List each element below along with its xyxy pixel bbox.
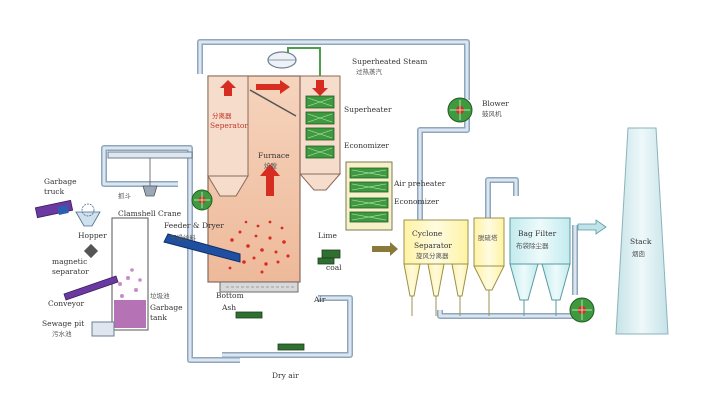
primary-fan-icon [191,189,213,211]
separator-cone [207,175,249,197]
conveyor-icon [63,275,119,301]
crane-rail [107,151,193,159]
dry-air-fan-icon [277,343,305,351]
garbage-truck-icon [34,199,74,219]
label-bag-filter-cn: 布袋除尘器 [516,241,549,250]
label-sewage-cn: 污水池 [52,329,72,338]
label-coal: coal [326,263,342,272]
label-superheater: Superheater [344,105,392,114]
magnetic-separator-icon [83,243,99,259]
flow-arrow-to-stack-icon [577,219,607,235]
label-lime: Lime [318,231,337,240]
label-sewage: Sewage pit [42,319,84,328]
label-garbage-word: Garbage [150,303,183,312]
label-truck: truck [44,187,65,196]
label-economizer-top: Economizer [344,141,389,150]
combustion-particles [228,220,290,274]
label-superheated-steam: Superheated Steam [352,57,427,66]
label-air-preheater: Air preheater [393,179,446,188]
label-feeder-cn: 干燥给料 [170,233,197,242]
label-dry-air: Dry air [272,371,299,380]
label-cyclone: Cyclone [412,229,443,238]
label-conveyor: Conveyor [48,299,85,308]
label-clamshell-cn: 抓斗 [118,191,132,200]
flow-arrow-to-cyclone-icon [372,242,398,256]
label-air: Air [313,295,326,304]
label-cyclone-separator: Separator [414,241,452,250]
stack-chimney [615,127,669,335]
label-ash: Ash [221,303,236,312]
clamshell-bucket-icon [142,185,158,197]
label-furnace-cn: 炉膛 [264,161,278,170]
label-feeder: Feeder & Dryer [164,221,224,230]
label-stack-cn: 烟囱 [632,249,645,258]
label-blower: Blower [482,99,509,108]
label-bottom: Bottom [216,291,244,300]
label-separator: Seperator [210,121,248,130]
flow-arrow-right-icon [256,80,290,94]
lime-feeder-icon [321,249,341,259]
label-separator-cn: 分离器 [212,111,232,120]
hopper-icon [75,203,101,227]
flow-arrow-down-icon [312,80,328,96]
induced-draft-fan-icon [569,297,595,323]
label-bag-filter: Bag Filter [518,229,557,238]
pipe-network [101,39,580,363]
label-hopper: Hopper [78,231,107,240]
bag-filter [509,217,571,265]
label-garbage: Garbage [44,177,77,186]
pipe-desulf-top [485,177,519,218]
label-cyclone-cn: 旋风分离器 [416,251,449,260]
label-separator-mag: separator [52,267,89,276]
ash-conveyor-icon [235,311,263,319]
flow-arrow-up-furnace-icon [260,164,280,196]
label-superheated-steam-cn: 过热蒸汽 [356,67,383,76]
label-garbage-tank-cn: 垃圾池 [150,291,170,300]
label-magnetic: magnetic [52,257,87,266]
label-furnace: Furnace [258,151,290,160]
coal-feeder-icon [317,257,335,265]
superheater-hopper [298,173,342,191]
label-blower-cn: 鼓风机 [482,109,502,118]
superheater-coils [305,95,335,159]
label-clamshell: Clamshell Crane [118,209,182,218]
label-tank-word: tank [150,313,167,322]
label-stack: Stack [630,237,652,246]
flow-arrow-up-icon [220,80,236,96]
feeder-dryer [163,233,241,263]
blower-fan-icon [447,97,473,123]
label-economizer-mid: Economizer [394,197,439,206]
desulfurization-tower [473,217,505,267]
label-desulf-cn: 脱硫塔 [478,233,498,242]
sewage-pit [91,321,115,337]
